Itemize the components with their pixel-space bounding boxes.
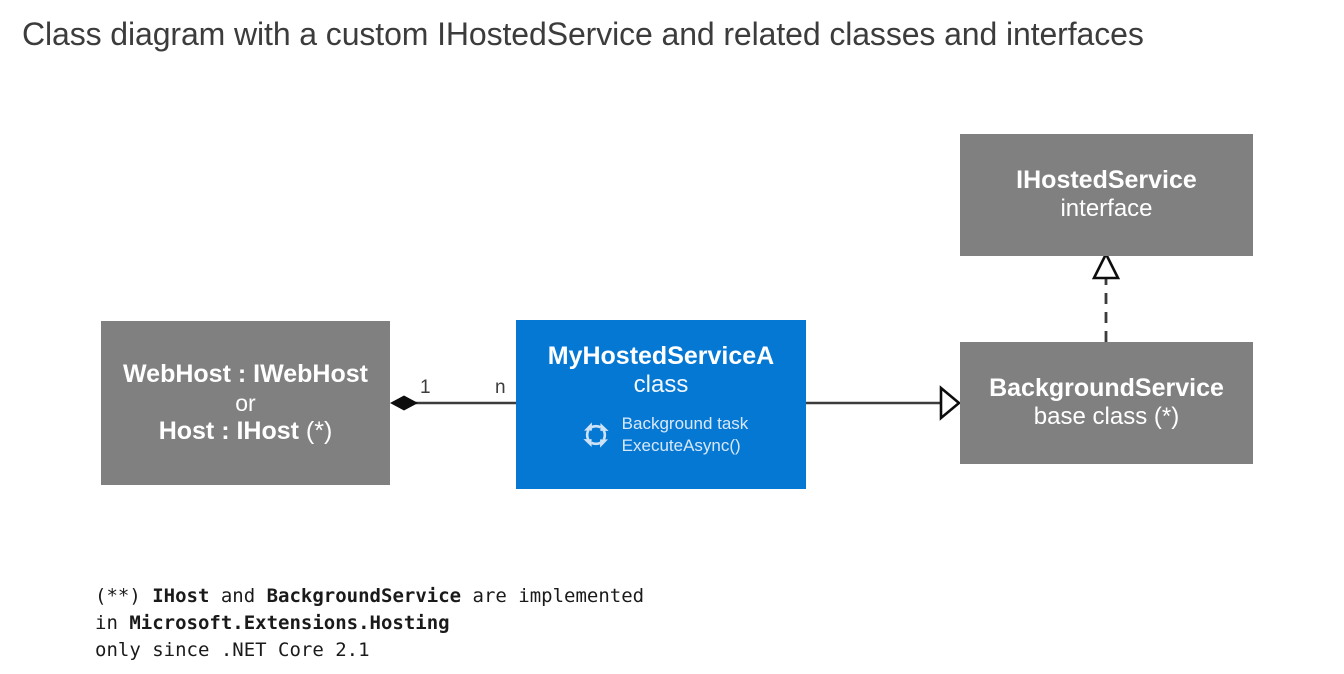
connector-composition (390, 395, 516, 411)
background-task-line2: ExecuteAsync() (621, 435, 741, 455)
footnote-ihost: IHost (152, 585, 210, 607)
connector-realization (1091, 251, 1121, 342)
class-box-backgroundservice-stereotype: base class (*) (1033, 403, 1180, 431)
multiplicity-label-source: 1 (420, 377, 431, 398)
background-task-text: Background task ExecuteAsync() (622, 413, 749, 457)
interface-box-ihostedservice-stereotype: interface (1060, 195, 1153, 223)
connector-inheritance (806, 385, 962, 421)
background-task-row: Background task ExecuteAsync() (574, 413, 749, 457)
class-box-webhost-alt: Host : IHost (*) (159, 417, 333, 446)
class-box-myhostedservicea-stereotype: class (633, 371, 689, 398)
footnote-backgroundservice: BackgroundService (266, 585, 462, 607)
footnote-line1: (**) IHost and BackgroundService are imp… (95, 585, 644, 607)
interface-box-ihostedservice[interactable]: IHostedService interface (960, 134, 1253, 256)
class-box-webhost-or: or (235, 389, 256, 416)
footnote-namespace: Microsoft.Extensions.Hosting (129, 611, 450, 634)
footnote-in: in (95, 611, 130, 634)
multiplicity-label-target: n (495, 377, 506, 398)
class-box-webhost-title: WebHost : IWebHost (123, 359, 368, 388)
class-box-webhost-alt-bold: Host : IHost (158, 417, 299, 446)
footnote-line2: in Microsoft.Extensions.Hosting (95, 612, 450, 634)
footnote-line3: only since .NET Core 2.1 (95, 638, 370, 661)
hollow-triangle-icon (939, 385, 962, 421)
class-box-myhostedservicea[interactable]: MyHostedServiceA class Backg (516, 320, 806, 489)
class-box-webhost-alt-note: (*) (298, 417, 333, 446)
class-box-webhost[interactable]: WebHost : IWebHost or Host : IHost (*) (101, 321, 390, 485)
interface-box-ihostedservice-title: IHostedService (1016, 166, 1197, 195)
class-box-backgroundservice-title: BackgroundService (989, 374, 1224, 403)
page-title: Class diagram with a custom IHostedServi… (22, 16, 1144, 52)
background-task-loop-icon (583, 421, 609, 448)
class-box-myhostedservicea-title: MyHostedServiceA (547, 342, 775, 370)
footnote-and: and (209, 585, 267, 607)
background-task-line1: Background task (621, 413, 749, 433)
class-box-backgroundservice[interactable]: BackgroundService base class (*) (960, 342, 1253, 464)
footnote-marker: (**) (95, 585, 153, 607)
filled-diamond-icon (390, 395, 418, 411)
hollow-triangle-icon (1091, 251, 1121, 280)
footnote: (**) IHost and BackgroundService are imp… (95, 583, 644, 664)
footnote-implemented: are implemented (461, 585, 645, 607)
